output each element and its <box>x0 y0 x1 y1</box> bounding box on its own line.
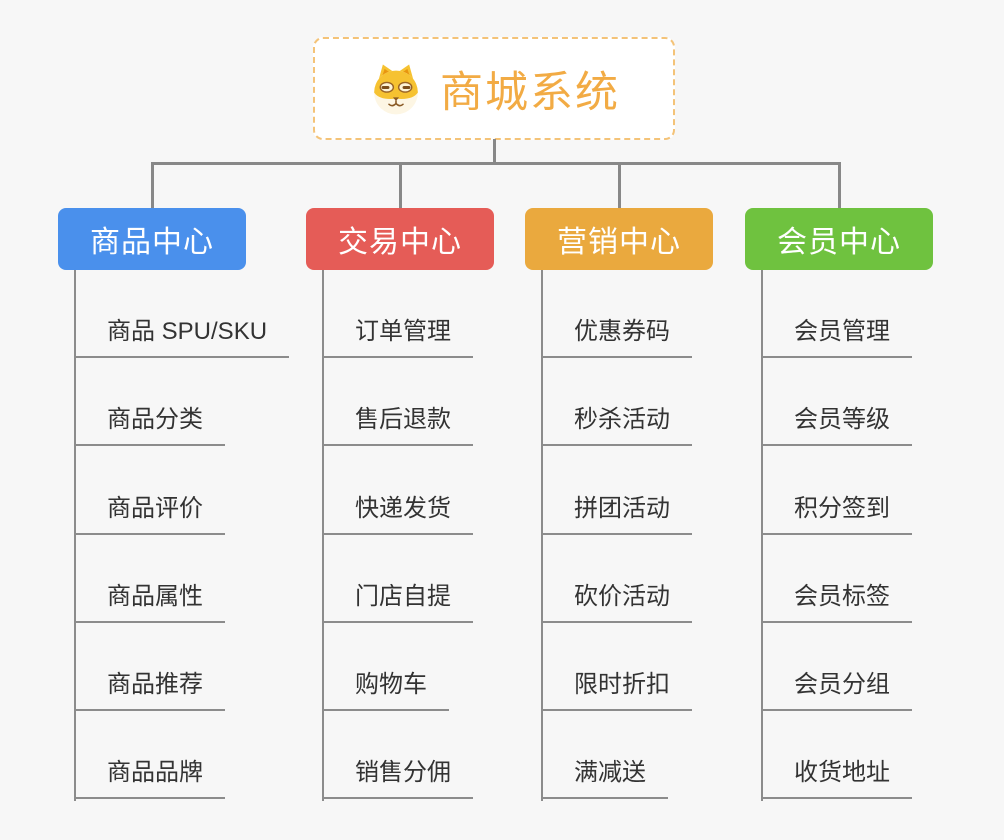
connector-drop-4 <box>838 162 841 209</box>
topic-bargain-activity[interactable]: 砍价活动 <box>541 576 692 623</box>
topic-shipping-address[interactable]: 收货地址 <box>761 752 912 800</box>
topic-product-attribute[interactable]: 商品属性 <box>74 576 225 623</box>
branch-member-center: 会员中心 会员管理 会员等级 积分签到 会员标签 会员分组 收货地址 <box>745 208 933 801</box>
list-item: 商品属性 <box>74 535 289 623</box>
branch-marketing-center: 营销中心 优惠券码 秒杀活动 拼团活动 砍价活动 限时折扣 满减送 <box>525 208 713 801</box>
list-item: 销售分佣 <box>322 711 473 800</box>
topic-order-management[interactable]: 订单管理 <box>322 311 473 359</box>
topic-coupon-code[interactable]: 优惠券码 <box>541 311 692 359</box>
branch-product-center: 商品中心 商品 SPU/SKU 商品分类 商品评价 商品属性 商品推荐 商品品牌 <box>58 208 290 801</box>
topic-aftersale-refund[interactable]: 售后退款 <box>322 399 473 447</box>
list-item: 限时折扣 <box>541 623 692 711</box>
topic-member-level[interactable]: 会员等级 <box>761 399 912 447</box>
list-item: 会员等级 <box>761 358 912 447</box>
list-item: 商品品牌 <box>74 711 289 800</box>
branch-trade-center: 交易中心 订单管理 售后退款 快递发货 门店自提 购物车 销售分佣 <box>306 208 494 801</box>
dog-face-icon <box>374 64 418 114</box>
list-item: 满减送 <box>541 711 692 800</box>
root-topic[interactable]: 商城系统 <box>313 37 675 140</box>
list-item: 门店自提 <box>322 535 473 623</box>
list-item: 商品 SPU/SKU <box>74 270 290 359</box>
connector-root-stem <box>493 139 496 165</box>
topic-points-checkin[interactable]: 积分签到 <box>761 488 912 535</box>
list-item: 积分签到 <box>761 446 912 535</box>
topic-shopping-cart[interactable]: 购物车 <box>322 664 449 711</box>
branch-connector-line <box>541 270 543 801</box>
branch-node-member-center[interactable]: 会员中心 <box>745 208 933 270</box>
branch-item-list: 优惠券码 秒杀活动 拼团活动 砍价活动 限时折扣 满减送 <box>541 270 692 800</box>
connector-drop-2 <box>399 162 402 209</box>
branch-connector-line <box>761 270 763 801</box>
list-item: 砍价活动 <box>541 535 692 623</box>
connector-horizontal <box>151 162 841 165</box>
branch-node-trade-center[interactable]: 交易中心 <box>306 208 494 270</box>
topic-product-recommend[interactable]: 商品推荐 <box>74 664 225 711</box>
connector-drop-1 <box>151 162 154 209</box>
connector-drop-3 <box>618 162 621 209</box>
list-item: 秒杀活动 <box>541 358 692 447</box>
topic-express-delivery[interactable]: 快递发货 <box>322 488 473 535</box>
branch-item-list: 会员管理 会员等级 积分签到 会员标签 会员分组 收货地址 <box>761 270 912 800</box>
branch-node-product-center[interactable]: 商品中心 <box>58 208 246 270</box>
topic-full-reduction[interactable]: 满减送 <box>541 752 668 800</box>
list-item: 商品推荐 <box>74 623 289 711</box>
topic-product-category[interactable]: 商品分类 <box>74 399 225 447</box>
list-item: 会员分组 <box>761 623 912 711</box>
branch-item-list: 订单管理 售后退款 快递发货 门店自提 购物车 销售分佣 <box>322 270 473 800</box>
topic-limited-time-discount[interactable]: 限时折扣 <box>541 664 692 711</box>
list-item: 商品分类 <box>74 358 289 447</box>
list-item: 商品评价 <box>74 446 289 535</box>
list-item: 优惠券码 <box>541 270 692 359</box>
list-item: 售后退款 <box>322 358 473 447</box>
topic-sales-commission[interactable]: 销售分佣 <box>322 752 473 800</box>
branch-item-list: 商品 SPU/SKU 商品分类 商品评价 商品属性 商品推荐 商品品牌 <box>74 270 290 800</box>
topic-product-spu-sku[interactable]: 商品 SPU/SKU <box>74 311 290 359</box>
list-item: 订单管理 <box>322 270 473 359</box>
topic-member-group[interactable]: 会员分组 <box>761 664 912 711</box>
topic-store-pickup[interactable]: 门店自提 <box>322 576 473 623</box>
topic-member-tag[interactable]: 会员标签 <box>761 576 912 623</box>
list-item: 拼团活动 <box>541 446 692 535</box>
topic-flash-sale[interactable]: 秒杀活动 <box>541 399 692 447</box>
root-topic-title: 商城系统 <box>440 68 620 117</box>
topic-group-buy[interactable]: 拼团活动 <box>541 488 692 535</box>
list-item: 快递发货 <box>322 446 473 535</box>
topic-member-management[interactable]: 会员管理 <box>761 311 912 359</box>
branch-node-marketing-center[interactable]: 营销中心 <box>525 208 713 270</box>
list-item: 会员标签 <box>761 535 912 623</box>
list-item: 购物车 <box>322 623 473 711</box>
branch-connector-line <box>74 270 76 801</box>
branch-connector-line <box>322 270 324 801</box>
list-item: 收货地址 <box>761 711 912 800</box>
topic-product-review[interactable]: 商品评价 <box>74 488 225 535</box>
topic-product-brand[interactable]: 商品品牌 <box>74 752 225 800</box>
list-item: 会员管理 <box>761 270 912 359</box>
